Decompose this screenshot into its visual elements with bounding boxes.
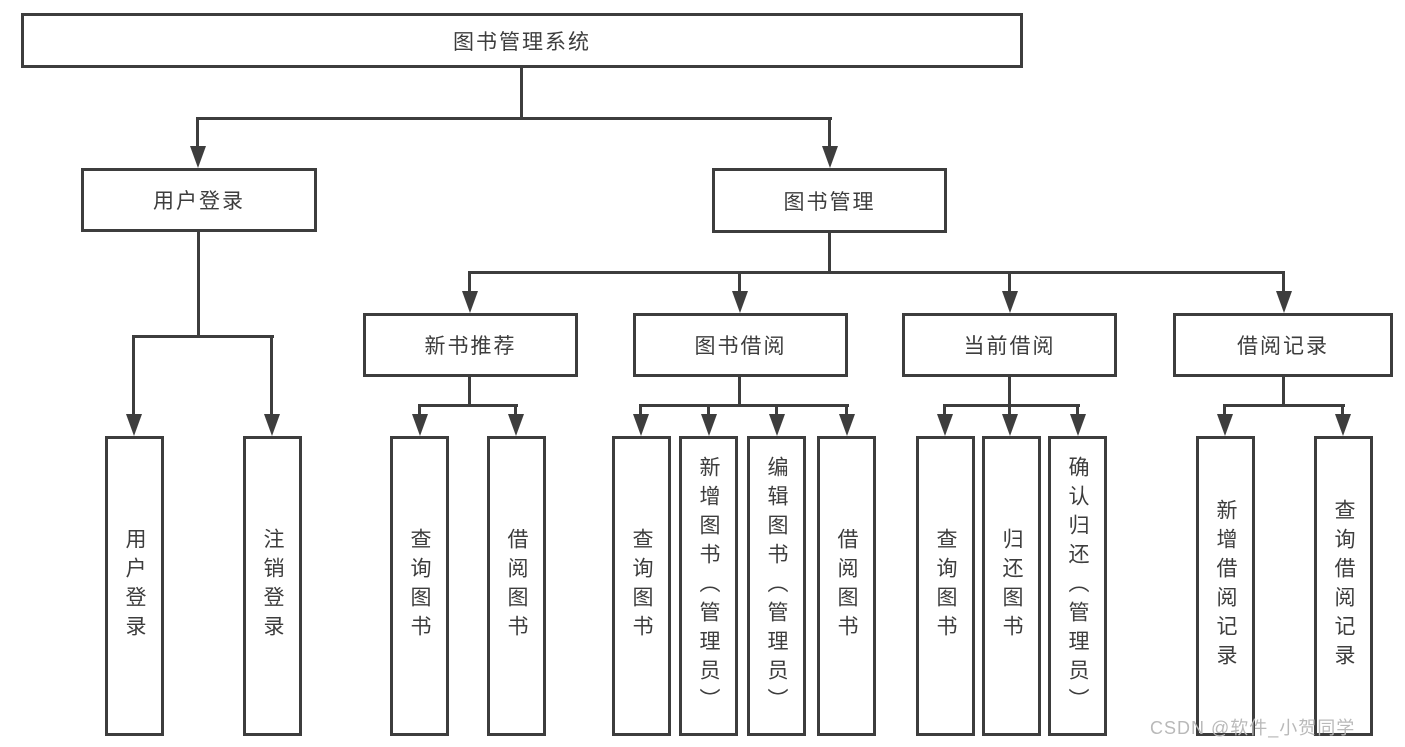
leaf-query-books-1-label: 查询图书 — [408, 528, 432, 644]
connector-line — [738, 375, 741, 407]
node-book-borrow: 图书借阅 — [633, 313, 848, 377]
connector-line — [707, 404, 710, 418]
connector-line — [943, 404, 1080, 407]
leaf-query-borrow-record: 查询借阅记录 — [1314, 436, 1373, 736]
leaf-edit-books-admin-label: 编辑图书（管理员） — [765, 455, 789, 717]
arrow-down-icon — [732, 291, 748, 313]
node-root-label: 图书管理系统 — [453, 30, 591, 54]
arrow-down-icon — [701, 414, 717, 436]
node-user-login-label: 用户登录 — [153, 190, 245, 213]
node-book-borrow-label: 图书借阅 — [694, 335, 787, 358]
node-new-book-recommend-label: 新书推荐 — [424, 335, 517, 358]
connector-line — [1282, 271, 1285, 293]
leaf-borrow-books-2-label: 借阅图书 — [835, 528, 859, 644]
arrow-down-icon — [1070, 414, 1086, 436]
node-root: 图书管理系统 — [21, 13, 1023, 68]
node-user-login: 用户登录 — [81, 168, 317, 232]
leaf-confirm-return-admin-label: 确认归还（管理员） — [1066, 455, 1090, 717]
arrow-down-icon — [190, 146, 206, 168]
leaf-return-books-label: 归还图书 — [1000, 528, 1024, 644]
connector-line — [132, 335, 135, 416]
connector-line — [1076, 404, 1079, 418]
connector-line — [1223, 404, 1226, 418]
connector-line — [1008, 271, 1011, 293]
arrow-down-icon — [1276, 291, 1292, 313]
connector-line — [1223, 404, 1345, 407]
connector-line — [132, 335, 274, 338]
connector-line — [196, 117, 199, 148]
arrow-down-icon — [937, 414, 953, 436]
connector-line — [845, 404, 848, 418]
arrow-down-icon — [508, 414, 524, 436]
node-borrow-records-label: 借阅记录 — [1237, 335, 1329, 358]
connector-line — [1008, 375, 1011, 407]
connector-line — [943, 404, 946, 418]
leaf-query-borrow-record-label: 查询借阅记录 — [1332, 499, 1356, 673]
node-current-borrow-label: 当前借阅 — [963, 335, 1056, 358]
arrow-down-icon — [462, 291, 478, 313]
leaf-borrow-books-1: 借阅图书 — [487, 436, 546, 736]
arrow-down-icon — [1217, 414, 1233, 436]
leaf-add-books-admin-label: 新增图书（管理员） — [697, 455, 721, 717]
arrow-down-icon — [839, 414, 855, 436]
connector-line — [738, 271, 741, 293]
arrow-down-icon — [126, 414, 142, 436]
node-book-management: 图书管理 — [712, 168, 947, 233]
node-current-borrow: 当前借阅 — [902, 313, 1117, 377]
connector-line — [468, 375, 471, 407]
leaf-borrow-books-1-label: 借阅图书 — [505, 528, 529, 644]
leaf-query-books-3-label: 查询图书 — [934, 528, 958, 644]
leaf-confirm-return-admin: 确认归还（管理员） — [1048, 436, 1107, 736]
arrow-down-icon — [769, 414, 785, 436]
connector-line — [468, 271, 1285, 274]
leaf-query-books-1: 查询图书 — [390, 436, 449, 736]
leaf-query-books-3: 查询图书 — [916, 436, 975, 736]
arrow-down-icon — [412, 414, 428, 436]
leaf-add-books-admin: 新增图书（管理员） — [679, 436, 738, 736]
connector-line — [828, 231, 831, 274]
connector-line — [197, 230, 200, 338]
leaf-return-books: 归还图书 — [982, 436, 1041, 736]
arrow-down-icon — [1002, 291, 1018, 313]
leaf-add-borrow-record: 新增借阅记录 — [1196, 436, 1255, 736]
arrow-down-icon — [633, 414, 649, 436]
connector-line — [418, 404, 421, 418]
connector-line — [468, 271, 471, 293]
connector-line — [1341, 404, 1344, 418]
leaf-logout-label: 注销登录 — [261, 528, 285, 644]
connector-line — [828, 117, 831, 148]
node-new-book-recommend: 新书推荐 — [363, 313, 578, 377]
connector-line — [520, 66, 523, 119]
arrow-down-icon — [1335, 414, 1351, 436]
connector-line — [514, 404, 517, 418]
leaf-add-borrow-record-label: 新增借阅记录 — [1214, 499, 1238, 673]
connector-line — [1008, 404, 1011, 418]
connector-line — [775, 404, 778, 418]
connector-line — [639, 404, 642, 418]
node-borrow-records: 借阅记录 — [1173, 313, 1393, 377]
csdn-watermark: CSDN @软件_小贺同学 — [1150, 718, 1356, 738]
leaf-edit-books-admin: 编辑图书（管理员） — [747, 436, 806, 736]
arrow-down-icon — [1002, 414, 1018, 436]
arrow-down-icon — [822, 146, 838, 168]
connector-line — [1282, 375, 1285, 407]
leaf-user-login: 用户登录 — [105, 436, 164, 736]
leaf-user-login-label: 用户登录 — [123, 528, 147, 644]
leaf-query-books-2-label: 查询图书 — [630, 528, 654, 644]
connector-line — [196, 117, 832, 120]
leaf-borrow-books-2: 借阅图书 — [817, 436, 876, 736]
connector-line — [639, 404, 849, 407]
connector-line — [418, 404, 518, 407]
node-book-management-label: 图书管理 — [783, 190, 876, 214]
leaf-logout: 注销登录 — [243, 436, 302, 736]
arrow-down-icon — [264, 414, 280, 436]
leaf-query-books-2: 查询图书 — [612, 436, 671, 736]
connector-line — [270, 335, 273, 416]
